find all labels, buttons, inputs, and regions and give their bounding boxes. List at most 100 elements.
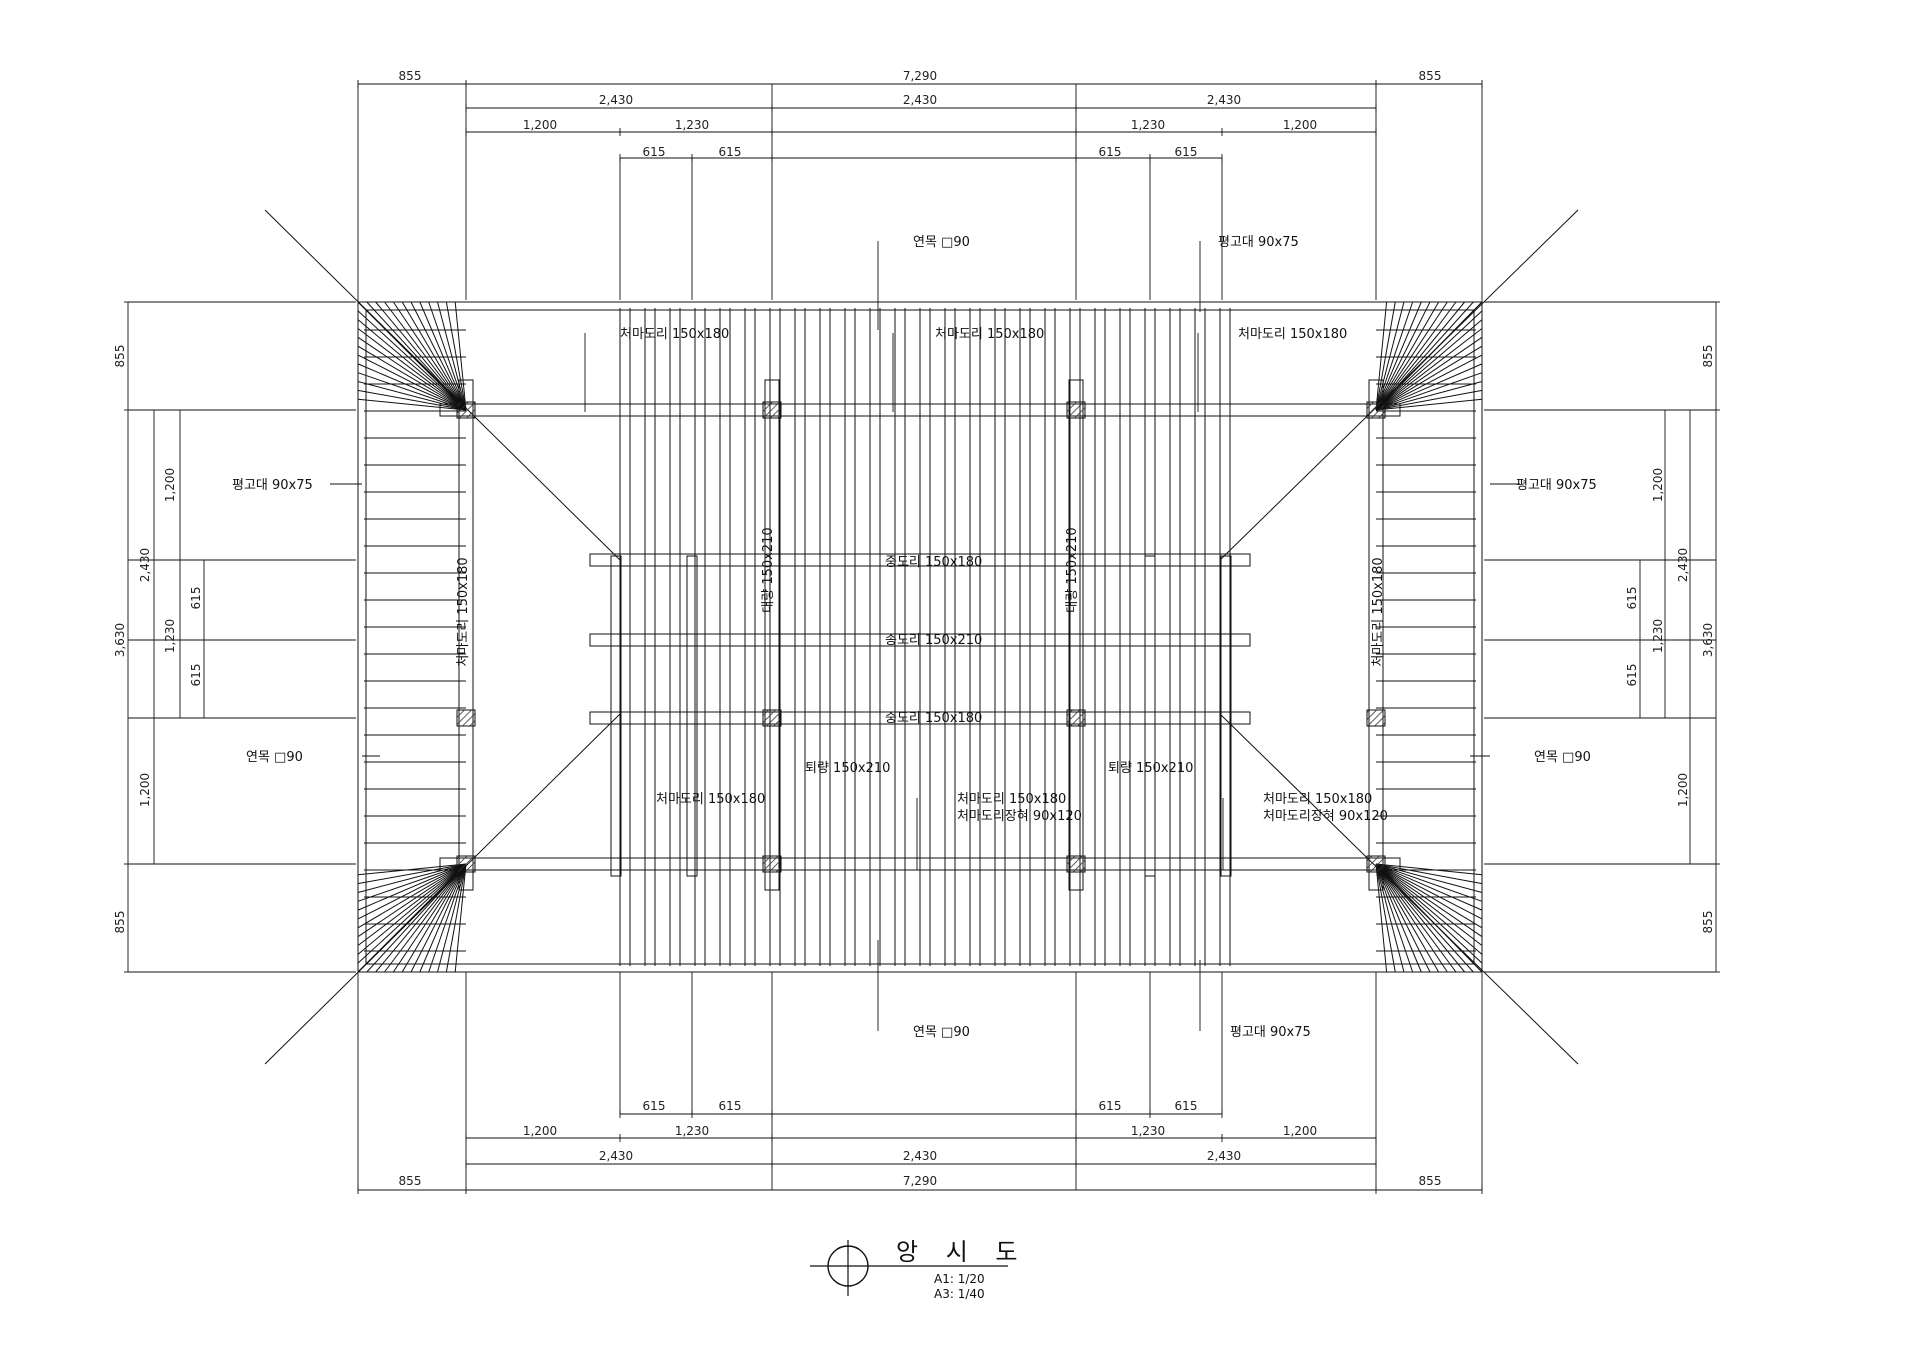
dim-left-1200-lower: 1,200 xyxy=(138,773,152,807)
scale-a3: A3: 1/40 xyxy=(934,1287,985,1301)
fan-rafter xyxy=(401,863,467,973)
dim-top-2430-b: 2,430 xyxy=(903,93,937,107)
roof-structure xyxy=(264,209,1579,1065)
fan-rafter xyxy=(1375,863,1431,973)
dim-bottom-855-left: 855 xyxy=(399,1174,422,1188)
title-block: 앙 시 도 A1: 1/20 A3: 1/40 xyxy=(810,1238,1028,1301)
label-purlin-bottom-mid-2: 처마도리장혀 90x120 xyxy=(957,809,1082,824)
fan-rafter xyxy=(1375,310,1483,411)
fan-rafter xyxy=(357,345,467,411)
post-section xyxy=(1366,855,1386,873)
drawing-title: 앙 시 도 xyxy=(896,1238,1028,1266)
label-mid-purlin-1: 중도리 150x180 xyxy=(885,555,982,570)
bottom-dimensions: 615 615 615 615 1,200 1,230 1,230 1,200 … xyxy=(399,1099,1442,1188)
top-dimensions: 855 7,290 855 2,430 2,430 2,430 1,200 1,… xyxy=(399,69,1442,159)
fan-rafter xyxy=(1375,863,1483,938)
label-rafter-bottom: 연목 □90 xyxy=(913,1025,970,1040)
fan-rafter xyxy=(419,301,467,411)
fan-rafter xyxy=(1375,301,1396,411)
fan-rafter xyxy=(1375,863,1483,920)
fan-rafter xyxy=(1375,345,1483,411)
fan-rafter xyxy=(1375,863,1405,973)
label-rafter-top: 연목 □90 xyxy=(913,235,970,250)
post-section xyxy=(1066,709,1086,727)
fan-rafter xyxy=(1375,301,1457,411)
left-dimensions: 855 3,630 855 2,430 1,200 1,200 1,230 61… xyxy=(113,345,203,934)
label-purlin-vert-right: 처마도리 150x180 xyxy=(1371,557,1386,666)
dim-top-615-a: 615 xyxy=(643,145,666,159)
dim-right-855-top: 855 xyxy=(1701,345,1715,368)
fan-rafter xyxy=(375,863,467,973)
dim-right-615-b: 615 xyxy=(1625,664,1639,687)
fan-rafter xyxy=(357,863,467,893)
purlin-vertical-left xyxy=(458,379,474,891)
dim-bottom-1200-a: 1,200 xyxy=(523,1124,557,1138)
dim-top-2430-a: 2,430 xyxy=(599,93,633,107)
fan-rafter xyxy=(357,310,467,411)
scale-a1: A1: 1/20 xyxy=(934,1272,985,1286)
dim-bottom-615-a: 615 xyxy=(643,1099,666,1113)
fan-rafter xyxy=(384,301,467,411)
dim-bottom-1200-b: 1,200 xyxy=(1283,1124,1317,1138)
fan-rafter xyxy=(1375,863,1448,973)
post-section xyxy=(1066,855,1086,873)
label-beam-vert-right: 대량 150x210 xyxy=(1065,527,1080,612)
post-section xyxy=(456,709,476,727)
secondary-post xyxy=(1144,555,1156,877)
dim-right-1200-upper: 1,200 xyxy=(1651,468,1665,502)
fan-rafter xyxy=(1375,863,1422,973)
dim-left-855-bottom: 855 xyxy=(113,911,127,934)
fan-rafter xyxy=(1375,389,1483,411)
purlin-bottom xyxy=(439,857,1401,871)
fan-rafter xyxy=(1375,863,1483,955)
fan-rafter xyxy=(1375,863,1483,911)
fan-rafter xyxy=(357,863,467,955)
fan-rafter xyxy=(1375,863,1483,973)
fan-rafter xyxy=(1375,863,1457,973)
fan-rafter xyxy=(357,863,467,946)
secondary-post xyxy=(1220,555,1232,877)
fan-rafter xyxy=(375,301,467,411)
fan-rafter xyxy=(357,863,467,876)
dim-left-2430: 2,430 xyxy=(138,548,152,582)
dim-left-1230: 1,230 xyxy=(163,619,177,653)
fan-rafter xyxy=(1375,863,1483,964)
dim-right-615-a: 615 xyxy=(1625,587,1639,610)
dim-top-1230-a: 1,230 xyxy=(675,118,709,132)
label-board-bottom: 평고대 90x75 xyxy=(1230,1025,1311,1040)
fan-rafter xyxy=(1375,301,1483,411)
label-rafter-right: 연목 □90 xyxy=(1534,750,1591,765)
fan-rafter xyxy=(366,863,467,973)
fan-rafter xyxy=(437,301,467,411)
fan-rafter xyxy=(357,863,467,885)
dim-left-855-top: 855 xyxy=(113,345,127,368)
beam-vertical-right xyxy=(1068,379,1084,891)
fan-rafter xyxy=(419,863,467,973)
label-rafter-left: 연목 □90 xyxy=(246,750,303,765)
dim-left-615-a: 615 xyxy=(189,587,203,610)
fan-rafter xyxy=(357,863,467,920)
ridge-purlin xyxy=(589,633,1251,647)
dim-bottom-615-d: 615 xyxy=(1175,1099,1198,1113)
dim-top-855-left: 855 xyxy=(399,69,422,83)
fan-rafter xyxy=(357,381,467,411)
dim-bottom-7290: 7,290 xyxy=(903,1174,937,1188)
dim-top-7290: 7,290 xyxy=(903,69,937,83)
fan-rafter xyxy=(445,301,467,411)
label-board-top: 평고대 90x75 xyxy=(1218,235,1299,250)
fan-rafter xyxy=(410,301,467,411)
label-purlin-top-1: 처마도리 150x180 xyxy=(620,327,729,342)
dim-right-855-bottom: 855 xyxy=(1701,911,1715,934)
post-section xyxy=(1066,401,1086,419)
dim-bottom-855-right: 855 xyxy=(1419,1174,1442,1188)
dim-right-1230: 1,230 xyxy=(1651,619,1665,653)
fan-rafter xyxy=(1375,363,1483,411)
dim-bottom-615-b: 615 xyxy=(719,1099,742,1113)
label-purlin-top-2: 처마도리 150x180 xyxy=(935,327,1044,342)
fan-rafter xyxy=(445,863,467,973)
dim-bottom-1230-b: 1,230 xyxy=(1131,1124,1165,1138)
dim-bottom-1230-a: 1,230 xyxy=(675,1124,709,1138)
dim-top-615-d: 615 xyxy=(1175,145,1198,159)
fan-rafter xyxy=(392,863,467,973)
post-section xyxy=(1366,709,1386,727)
